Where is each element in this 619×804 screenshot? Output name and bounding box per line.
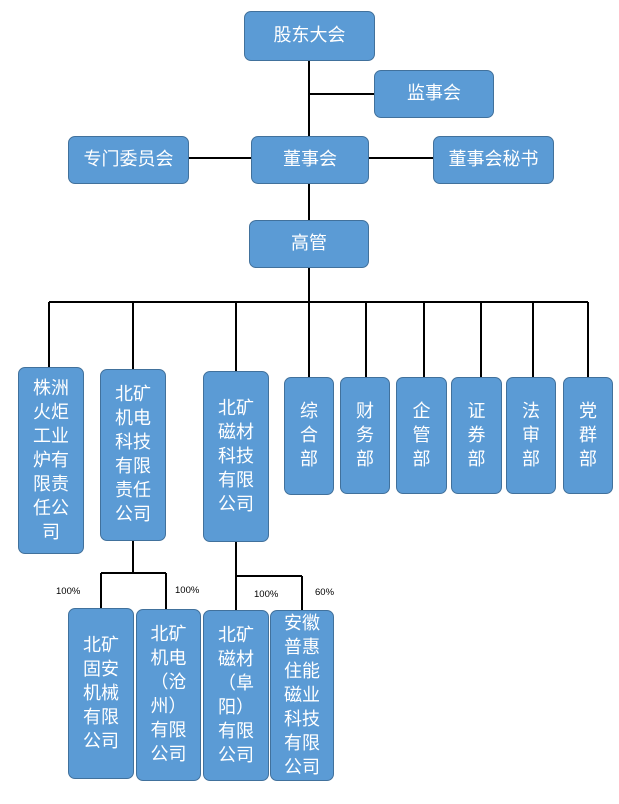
pct-fuyang: 100%	[254, 589, 279, 600]
department-general-box: 综合部	[284, 377, 334, 495]
department-securities-box: 证券部	[451, 377, 502, 494]
special-committees-box: 专门委员会	[68, 136, 189, 184]
department-party-mass-box: 党群部	[563, 377, 613, 494]
department-enterprise-mgmt-box: 企管部	[396, 377, 447, 494]
department-enterprise-mgmt-label: 企管部	[412, 400, 431, 470]
board-secretary-box: 董事会秘书	[433, 136, 554, 184]
department-legal-audit-label: 法审部	[521, 400, 540, 470]
board-secretary-label: 董事会秘书	[448, 149, 539, 170]
sub-subsidiary-fuyang-box: 北矿磁材（阜阳）有限公司	[203, 610, 269, 781]
department-party-mass-label: 党群部	[578, 400, 597, 470]
board-of-directors-label: 董事会	[283, 149, 337, 170]
shareholders-meeting-box: 股东大会	[244, 11, 375, 61]
subsidiary-beikuang-electromech-label: 北矿机电科技有限责任公司	[115, 384, 151, 525]
special-committees-label: 专门委员会	[83, 149, 174, 170]
supervisory-board-box: 监事会	[374, 70, 494, 118]
shareholders-meeting-label: 股东大会	[273, 25, 346, 46]
pct-guan: 100%	[56, 586, 81, 597]
department-securities-label: 证券部	[467, 400, 486, 470]
sub-subsidiary-fuyang-label: 北矿磁材（阜阳）有限公司	[218, 624, 254, 766]
department-general-label: 综合部	[299, 401, 318, 470]
senior-management-label: 高管	[291, 233, 327, 254]
subsidiary-zhuzhou-box: 株洲火炬工业炉有限责任公司	[18, 367, 84, 554]
subsidiary-beikuang-magnetic-label: 北矿磁材科技有限公司	[218, 397, 254, 515]
sub-subsidiary-cangzhou-label: 北矿机电（沧州）有限公司	[150, 624, 187, 765]
subsidiary-beikuang-magnetic-box: 北矿磁材科技有限公司	[203, 371, 269, 542]
board-of-directors-box: 董事会	[251, 136, 369, 184]
subsidiary-beikuang-electromech-box: 北矿机电科技有限责任公司	[100, 369, 166, 541]
sub-subsidiary-guan-box: 北矿固安机械有限公司	[68, 608, 134, 779]
sub-subsidiary-guan-label: 北矿固安机械有限公司	[83, 634, 119, 752]
sub-subsidiary-anhui-label: 安徽普惠住能磁业科技有限公司	[284, 612, 320, 778]
sub-subsidiary-cangzhou-box: 北矿机电（沧州）有限公司	[136, 609, 201, 781]
department-legal-audit-box: 法审部	[506, 377, 556, 494]
pct-anhui: 60%	[315, 587, 335, 598]
senior-management-box: 高管	[249, 220, 369, 268]
pct-cangzhou: 100%	[175, 585, 200, 596]
sub-subsidiary-anhui-box: 安徽普惠住能磁业科技有限公司	[270, 610, 334, 781]
subsidiary-zhuzhou-label: 株洲火炬工业炉有限责任公司	[33, 377, 69, 543]
department-finance-label: 财务部	[355, 400, 374, 470]
department-finance-box: 财务部	[340, 377, 390, 494]
supervisory-board-label: 监事会	[407, 83, 461, 104]
